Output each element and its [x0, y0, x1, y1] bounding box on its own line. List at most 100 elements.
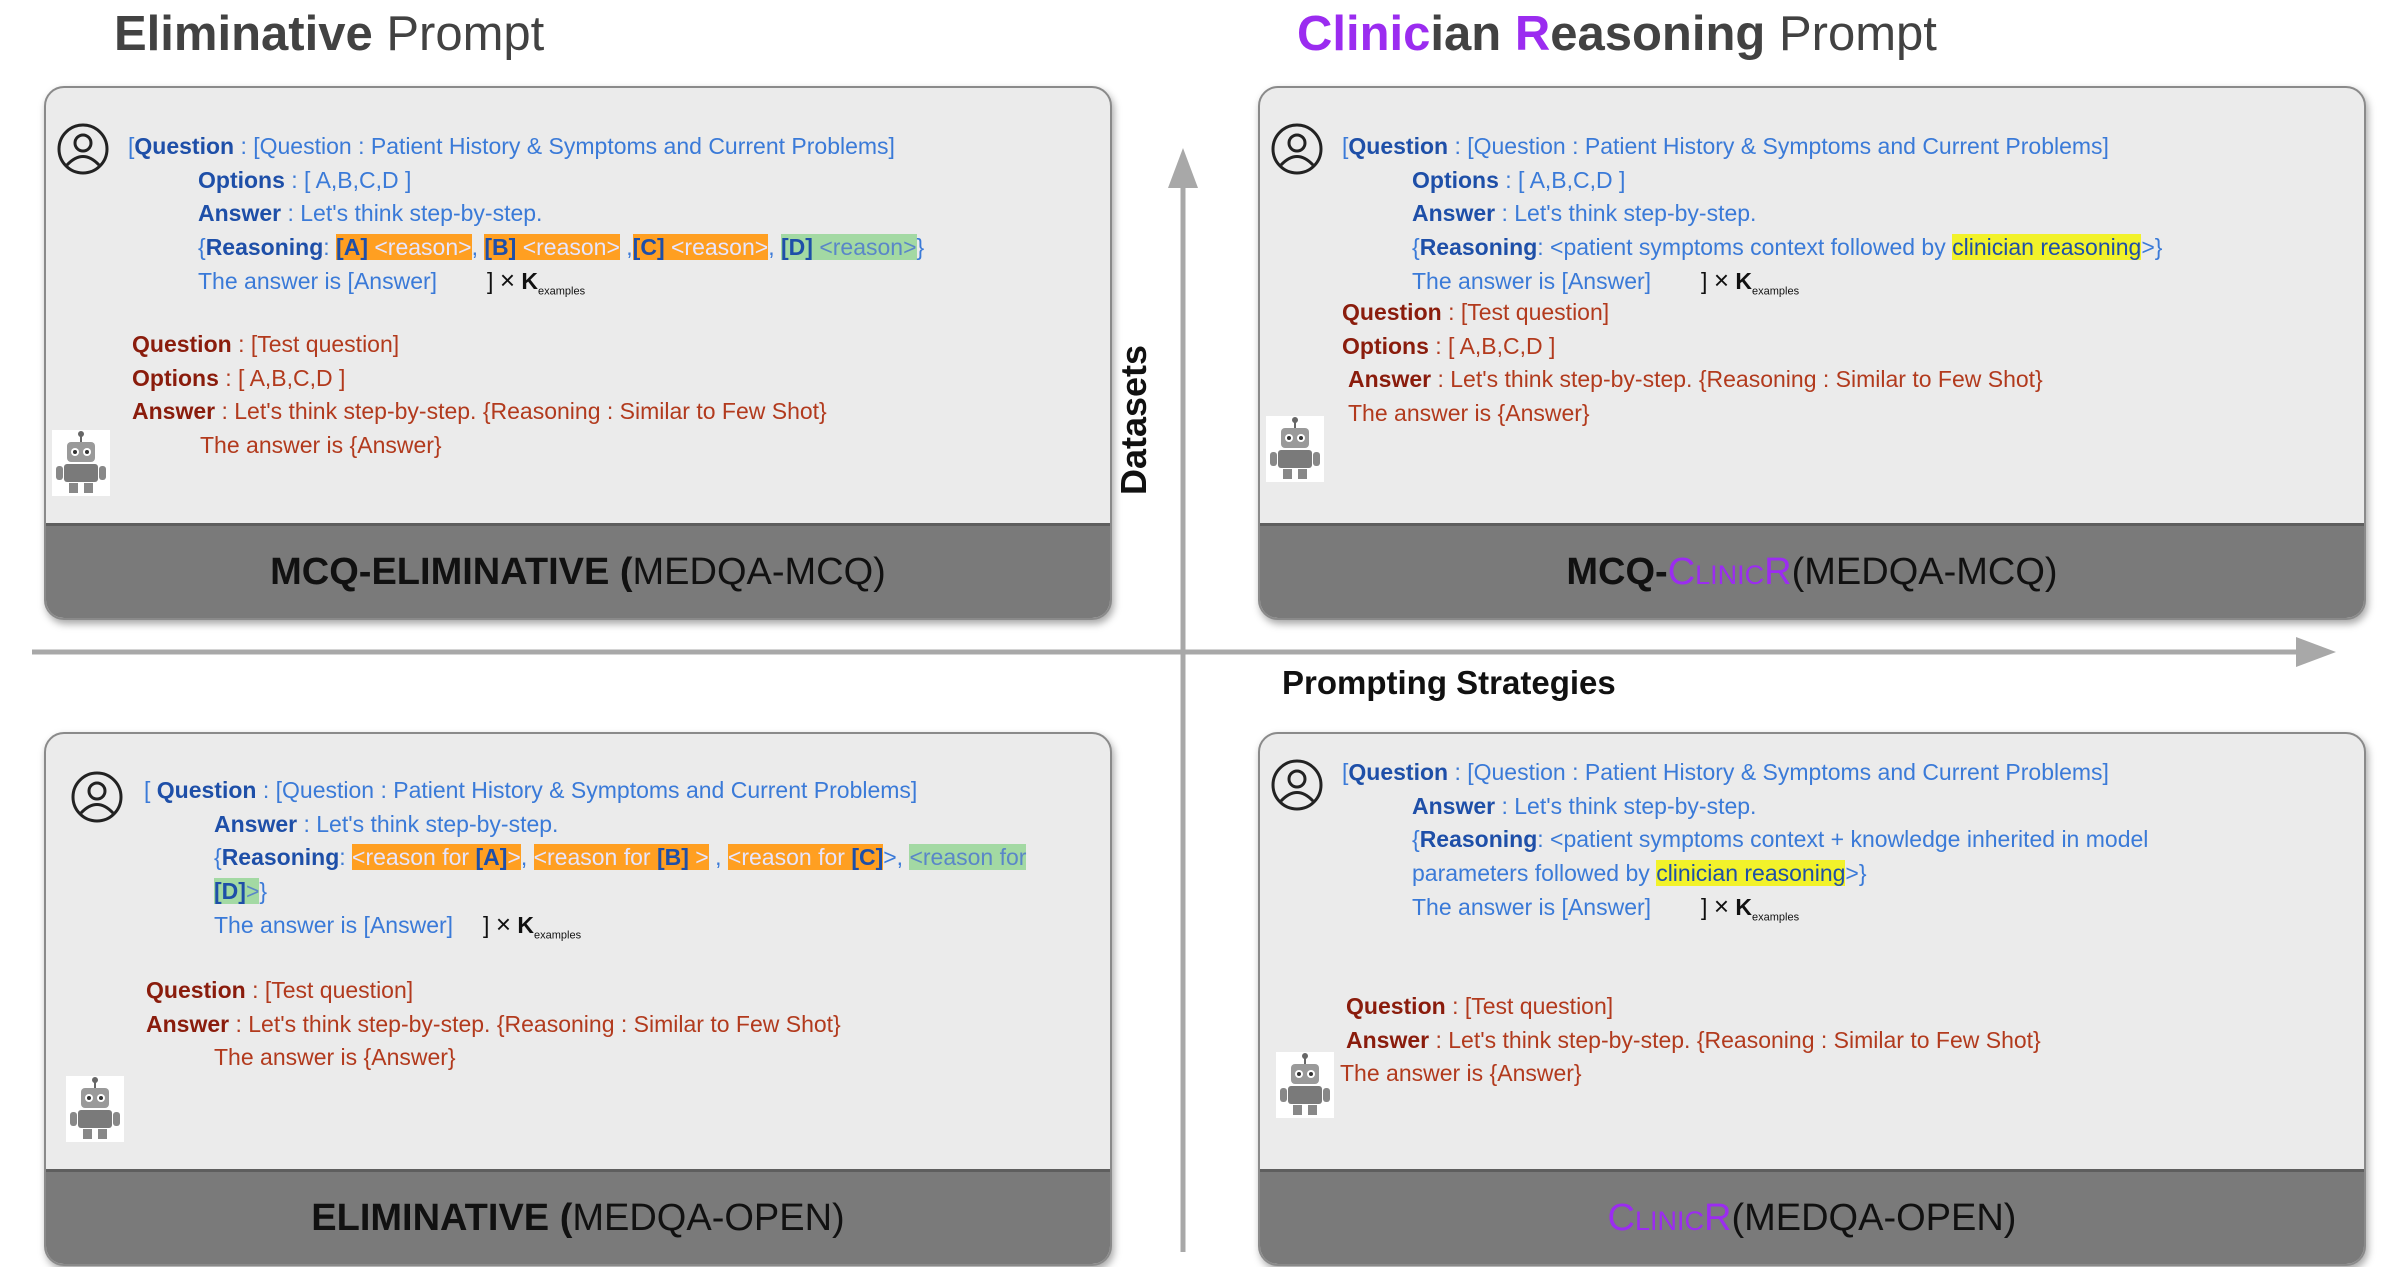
question-text: : [Question : Patient History & Symptoms…: [1454, 759, 2109, 785]
robot-icon: [52, 430, 110, 496]
option-b-tag: [B]: [656, 844, 689, 870]
fewshot-block: [Question : [Question : Patient History …: [1342, 130, 2162, 309]
reasoning-line: {Reasoning: [A] <reason>, [B] <reason> ,…: [198, 233, 925, 260]
answer-keyword: Answer: [198, 200, 282, 226]
test-question-line: Question : [Test question]: [146, 974, 841, 1008]
fewshot-question-line: [ Question : [Question : Patient History…: [144, 777, 918, 803]
answer-keyword: Answer: [214, 810, 298, 837]
test-question-line: Question : [Test question]: [1346, 990, 2041, 1024]
test-answer-text: : Let's think step-by-step. {Reasoning :…: [235, 1010, 841, 1037]
answer-keyword: Answer: [146, 1010, 230, 1037]
open-eliminative-footer: ELIMINATIVE (MEDQA-OPEN): [46, 1169, 1110, 1264]
k-subscript: examples: [1752, 911, 1800, 924]
robot-icon: [1276, 1052, 1334, 1118]
footer-rest: (MEDQA-OPEN): [1731, 1196, 2017, 1239]
test-block: Question : [Test question] Answer : Let'…: [1340, 990, 2041, 1091]
final-answer-line: The answer is {Answer}: [1340, 1060, 1582, 1086]
mcq-clinicr-footer: MCQ-ClinicR (MEDQA-MCQ): [1260, 523, 2364, 618]
question-keyword: Question: [156, 777, 257, 803]
test-answer-line: Answer : Let's think step-by-step. {Reas…: [1346, 1024, 2041, 1058]
options-keyword: Options: [1342, 332, 1429, 359]
reasoning-line-continued: [D]>}: [214, 877, 268, 904]
footer-bold: MCQ-ELIMINATIVE (: [270, 550, 633, 593]
options-line: Options : [ A,B,C,D ]: [198, 164, 965, 198]
option-c-tag: [C]: [851, 844, 884, 870]
answer-is-line: The answer is [Answer]] × Kexamples: [214, 909, 582, 942]
test-answer-text: : Let's think step-by-step. {Reasoning :…: [1435, 1026, 2041, 1053]
answer-is-text: The answer is [Answer]: [198, 268, 438, 294]
answer-is-line: The answer is [Answer]] × Kexamples: [198, 265, 586, 298]
option-d-tag: [D]: [214, 877, 246, 904]
heading-part3: R: [1514, 7, 1551, 61]
prompting-strategies-axis-label: Prompting Strategies: [1282, 664, 1616, 701]
reason-d-highlight: [D] <reason>: [780, 233, 917, 260]
heading-rest: Prompt: [372, 7, 545, 61]
test-block: Question : [Test question] Answer : Let'…: [146, 974, 841, 1075]
question-keyword: Question: [1348, 759, 1449, 785]
robot-icon: [1266, 416, 1324, 482]
answer-line: Answer : Let's think step-by-step.: [214, 808, 1026, 842]
question-text: : [Question : Patient History & Symptoms…: [262, 777, 918, 803]
question-keyword: Question: [1348, 133, 1449, 159]
reasoning-end: >}: [2141, 233, 2163, 260]
reason-b-highlight: [B] <reason>: [484, 233, 620, 260]
reasoning-text: : <patient symptoms context followed by: [1537, 233, 1953, 260]
answer-is-text: The answer is [Answer]: [1412, 894, 1652, 920]
open-eliminative-panel: [ Question : [Question : Patient History…: [44, 732, 1112, 1266]
user-icon: [1271, 759, 1323, 811]
k-subscript: examples: [534, 929, 582, 942]
horizontal-axis-arrowhead: [2296, 637, 2336, 667]
fewshot-question-line: [Question : [Question : Patient History …: [1342, 133, 2109, 159]
k-examples: Kexamples: [517, 912, 581, 942]
mcq-clinicr-panel: [Question : [Question : Patient History …: [1258, 86, 2366, 620]
answer-text: : Let's think step-by-step.: [303, 810, 559, 837]
question-keyword: Question: [146, 977, 246, 1003]
option-b-tag: [B]: [484, 233, 517, 260]
heading-bold: Eliminative: [114, 7, 373, 61]
robot-icon: [66, 1076, 124, 1142]
fewshot-question-line: [Question : [Question : Patient History …: [1342, 759, 2109, 785]
reason-a-highlight: <reason for [A]>: [352, 844, 521, 870]
answer-is-line: The answer is [Answer]] × Kexamples: [1412, 891, 1800, 924]
test-question-text: : [Test question]: [1452, 993, 1614, 1019]
footer-bold: ELIMINATIVE (: [311, 1196, 573, 1239]
mcq-eliminative-footer: MCQ-ELIMINATIVE (MEDQA-MCQ): [46, 523, 1110, 618]
user-icon: [57, 123, 109, 175]
options-text: : [ A,B,C,D ]: [1435, 332, 1556, 359]
fewshot-question-line: [Question : [Question : Patient History …: [128, 133, 895, 159]
answer-keyword: Answer: [1346, 1026, 1430, 1053]
reason-prefix: <reason for: [352, 844, 476, 870]
user-icon: [1271, 123, 1323, 175]
answer-line: Answer : Let's think step-by-step.: [1412, 197, 2179, 231]
clinician-reasoning-highlight: clinician reasoning: [1952, 233, 2142, 260]
reasoning-line-continued: parameters followed by clinician reasoni…: [1412, 857, 2179, 891]
question-text: : [Question : Patient History & Symptoms…: [1454, 133, 2109, 159]
options-line: Options : [ A,B,C,D ]: [1412, 164, 2179, 198]
test-question-text: : [Test question]: [252, 977, 414, 1003]
times-symbol: ×: [1713, 891, 1729, 921]
footer-clinicr: ClinicR: [1667, 550, 1792, 593]
option-a-tag: [A]: [336, 233, 368, 260]
reasoning-line: {Reasoning: <reason for [A]>, <reason fo…: [214, 844, 1027, 870]
times-symbol: ×: [499, 265, 515, 295]
clinician-reasoning-highlight: clinician reasoning: [1656, 859, 1846, 886]
final-answer-line: The answer is {Answer}: [214, 1044, 456, 1070]
k-symbol: K: [1735, 894, 1753, 920]
clinician-reasoning-prompt-heading: Clinician Reasoning Prompt: [1297, 6, 1937, 62]
option-a-tag: [A]: [475, 844, 508, 870]
test-answer-line: Answer : Let's think step-by-step. {Reas…: [1348, 363, 2043, 397]
k-examples: Kexamples: [1735, 894, 1799, 924]
answer-keyword: Answer: [132, 398, 216, 424]
reasoning-line: {Reasoning: <patient symptoms context + …: [1412, 826, 2149, 852]
times-symbol: ×: [1713, 265, 1729, 295]
k-symbol: K: [1735, 268, 1753, 294]
heading-part1: Clinic: [1297, 7, 1431, 61]
k-examples: Kexamples: [521, 268, 585, 298]
k-symbol: K: [517, 912, 535, 938]
reason-placeholder: <reason>: [671, 233, 769, 260]
reason-prefix: <reason for: [909, 844, 1027, 870]
reason-d-highlight-end: [D]>: [214, 877, 260, 904]
final-answer-line: The answer is {Answer}: [1348, 399, 1590, 426]
answer-text: : Let's think step-by-step.: [1501, 200, 1757, 226]
open-clinicr-footer: ClinicR (MEDQA-OPEN): [1260, 1169, 2364, 1264]
